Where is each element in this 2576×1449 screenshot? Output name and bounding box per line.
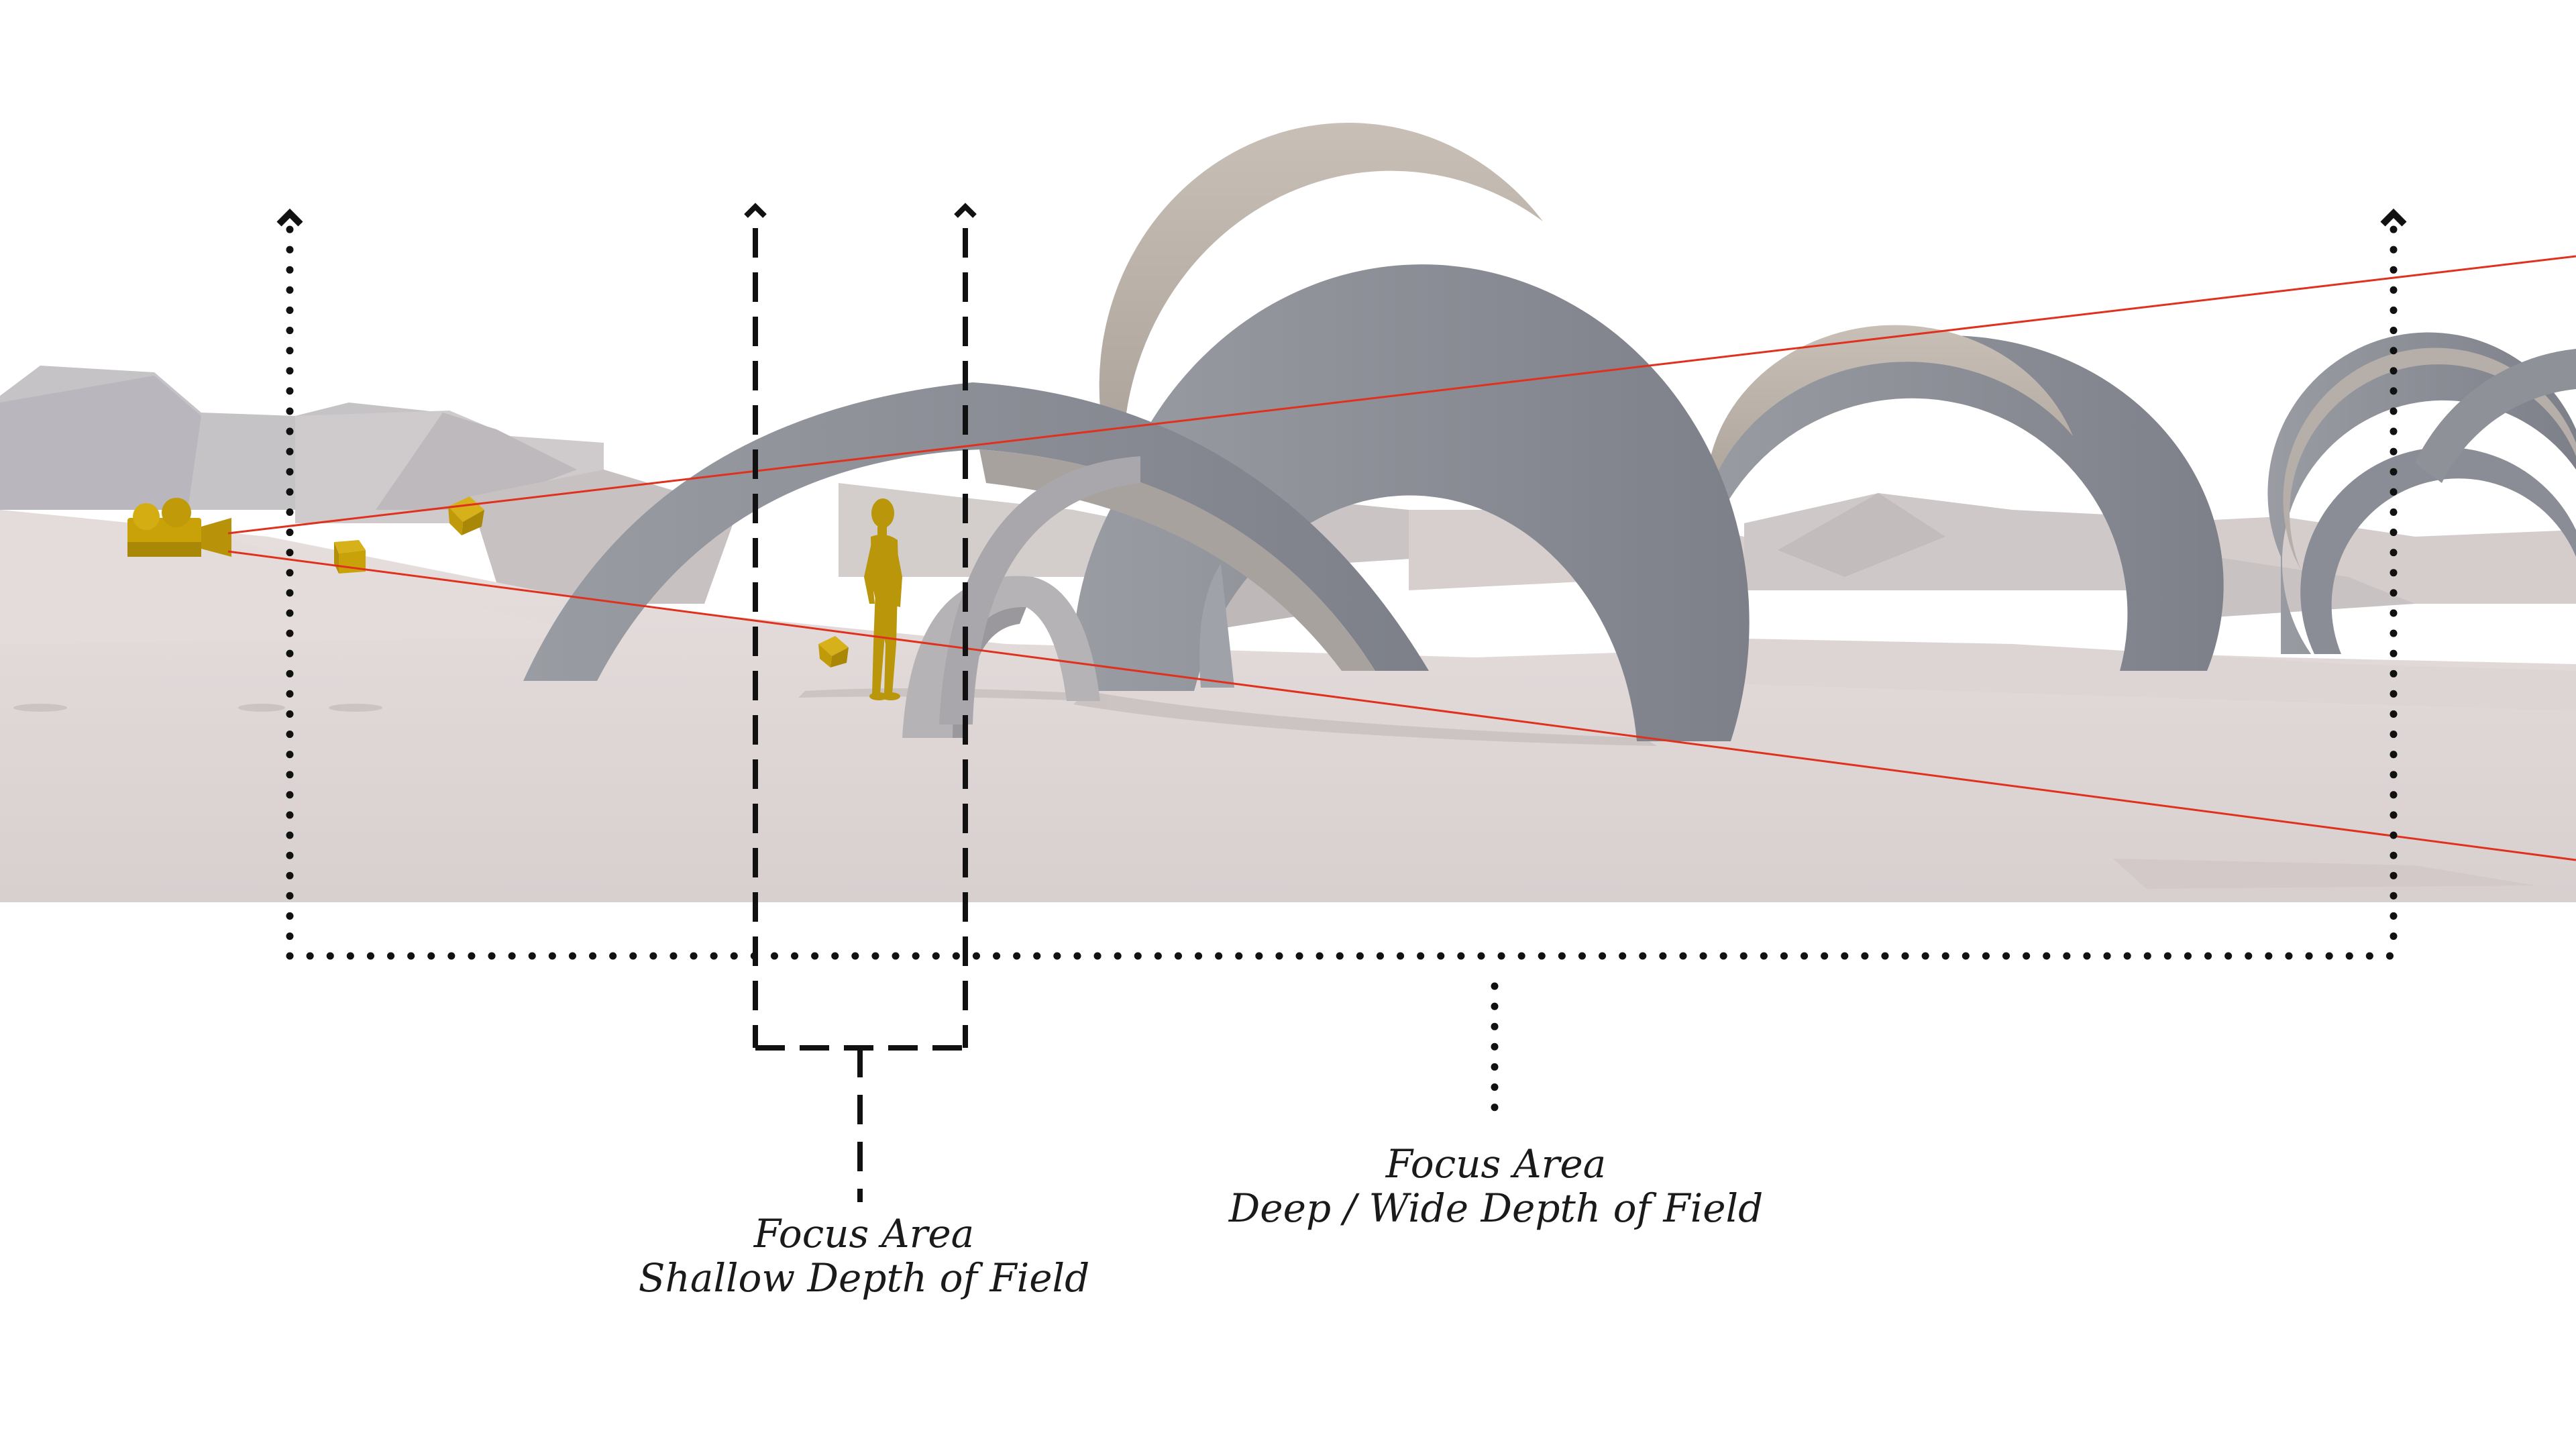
- caption-deep-depth-of-field: Focus Area Deep / Wide Depth of Field: [1229, 1142, 1763, 1230]
- arch-left-wide: [523, 382, 1429, 681]
- sight-line-upper: [227, 255, 2576, 535]
- caption-shallow-line2: Shallow Depth of Field: [638, 1255, 1090, 1301]
- arrow-up-icon: [276, 208, 303, 227]
- mannequin-figure: [864, 498, 902, 700]
- caption-deep-line2: Deep / Wide Depth of Field: [1228, 1185, 1764, 1231]
- ground-plane: [0, 510, 2576, 902]
- arrow-up-icon: [744, 203, 767, 218]
- arch-small: [902, 456, 1140, 738]
- cube-icon: [448, 496, 484, 535]
- arch-right-middle: [1690, 325, 2224, 671]
- caption-shallow-depth-of-field: Focus Area Shallow Depth of Field: [639, 1212, 1089, 1300]
- caption-deep-line1: Focus Area: [1385, 1141, 1607, 1187]
- camera-sight-lines: [227, 255, 2576, 861]
- scene: [0, 123, 2576, 902]
- arch-large-center: [1072, 123, 1750, 741]
- arrow-up-icon: [2380, 208, 2407, 227]
- caption-shallow-line1: Focus Area: [753, 1211, 975, 1256]
- deep-focus-arrowheads: [276, 208, 2407, 227]
- arrow-up-icon: [954, 203, 977, 218]
- deep-focus-bracket: [286, 225, 2398, 1121]
- sight-line-lower: [227, 550, 2576, 861]
- shallow-focus-bracket: [753, 228, 968, 1202]
- shallow-focus-arrowheads: [744, 203, 977, 218]
- cube-icon: [818, 636, 849, 667]
- arch-far-right: [2267, 332, 2576, 654]
- film-camera-icon: [127, 498, 231, 557]
